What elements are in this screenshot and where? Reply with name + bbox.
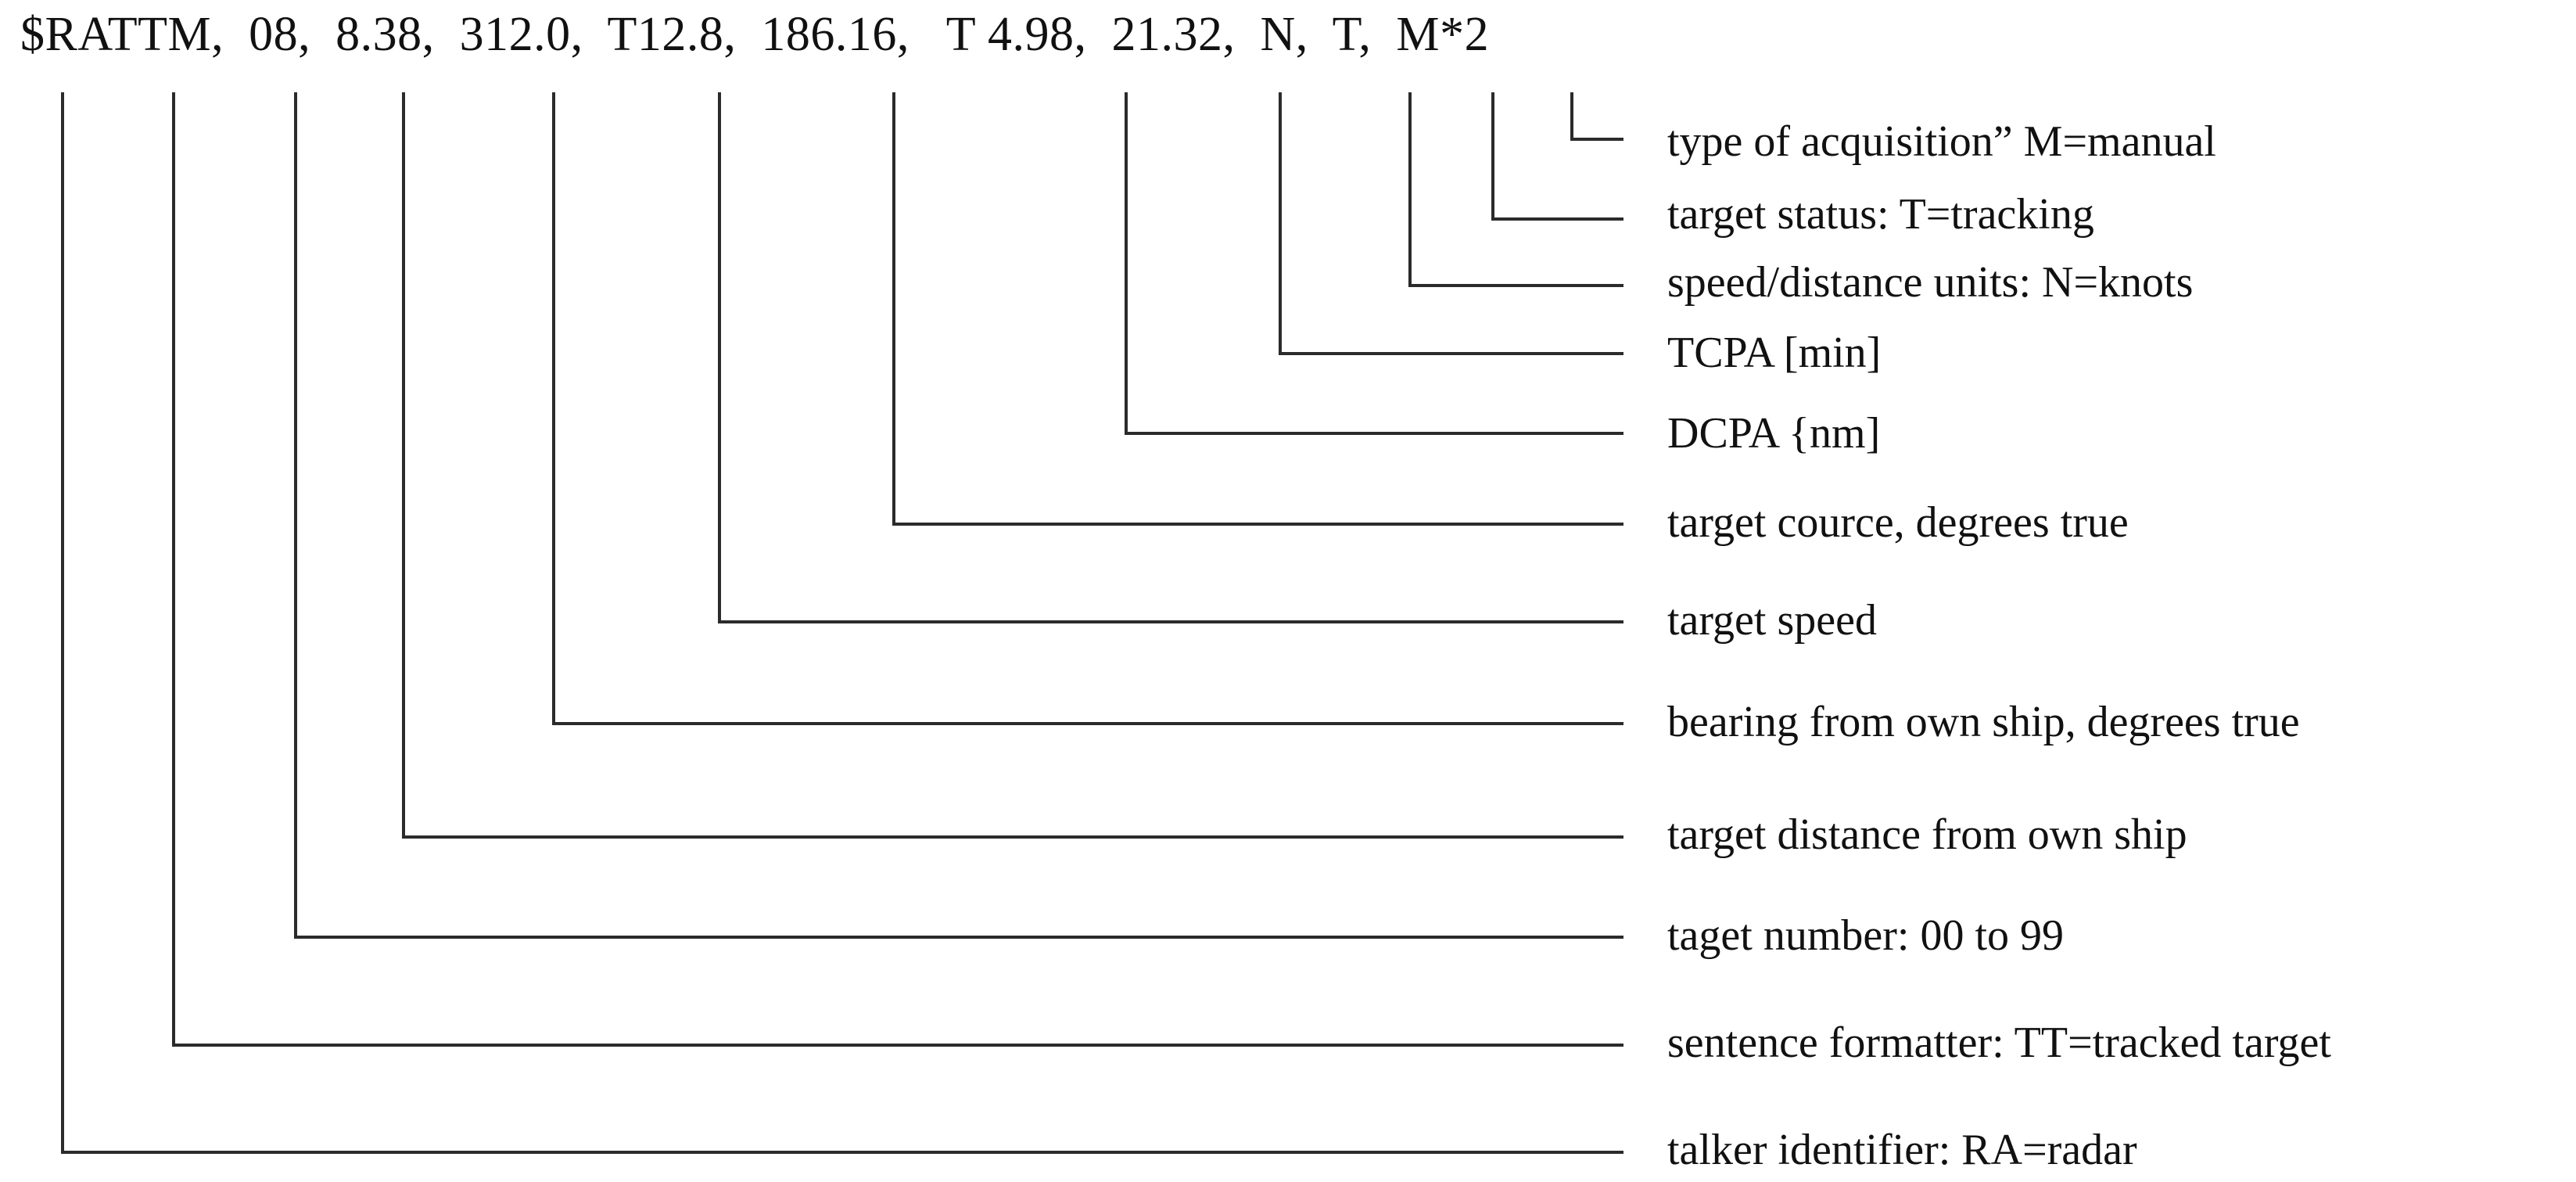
callout-label-target-status: target status: T=tracking <box>1667 190 2094 239</box>
callout-label-target-distance: target distance from own ship <box>1667 810 2187 859</box>
leader-line-target-course <box>892 92 1623 526</box>
callout-label-speed-distance-units: speed/distance units: N=knots <box>1667 258 2194 307</box>
leader-line-talker-identifier <box>61 92 1623 1154</box>
nmea-sentence-text: $RATTM, 08, 8.38, 312.0, T12.8, 186.16, … <box>20 8 1490 61</box>
callout-label-target-course: target cource, degrees true <box>1667 498 2129 547</box>
leader-line-target-distance <box>402 92 1623 839</box>
leader-line-speed-distance-units <box>1408 92 1623 287</box>
leader-line-dcpa <box>1125 92 1623 435</box>
leader-line-target-speed <box>718 92 1623 623</box>
callout-label-dcpa: DCPA {nm] <box>1667 409 1881 458</box>
callout-label-tcpa: TCPA [min] <box>1667 329 1882 377</box>
leader-line-bearing-from-own-ship <box>552 92 1623 725</box>
leader-line-sentence-formatter <box>172 92 1623 1047</box>
callout-label-target-speed: target speed <box>1667 596 1877 645</box>
callout-label-target-number: taget number: 00 to 99 <box>1667 911 2065 960</box>
leader-line-type-of-acquisition <box>1570 92 1623 141</box>
leader-line-target-status <box>1491 92 1623 221</box>
leader-line-target-number <box>294 92 1623 939</box>
leader-line-tcpa <box>1279 92 1623 355</box>
callout-label-bearing-from-own-ship: bearing from own ship, degrees true <box>1667 698 2300 746</box>
callout-label-talker-identifier: talker identifier: RA=radar <box>1667 1126 2137 1174</box>
callout-label-sentence-formatter: sentence formatter: TT=tracked target <box>1667 1019 2331 1067</box>
callout-label-type-of-acquisition: type of acquisition” M=manual <box>1667 117 2216 166</box>
